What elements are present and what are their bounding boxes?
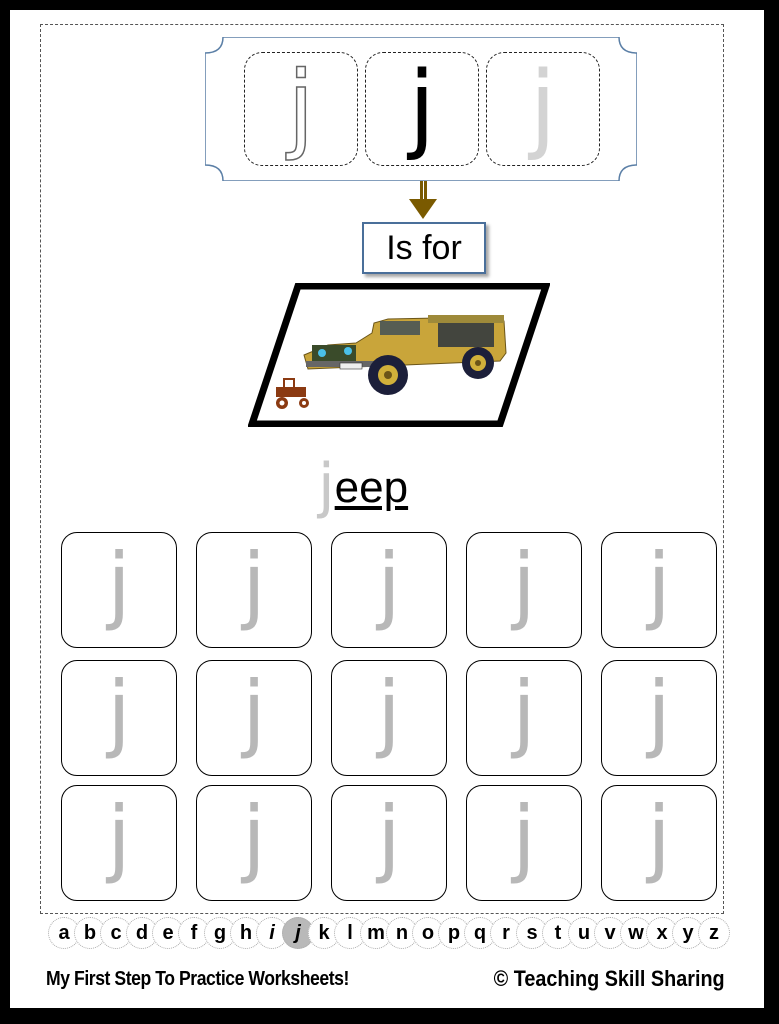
jeep-picture <box>248 283 550 427</box>
alphabet-letter-z[interactable]: z <box>698 917 730 949</box>
alphabet-letter-e[interactable]: e <box>152 917 184 949</box>
outline-letter-box: j <box>244 52 358 166</box>
trace-letter: j <box>512 535 536 633</box>
practice-cell[interactable]: j <box>466 785 582 901</box>
trace-letter: j <box>647 663 671 761</box>
solid-letter: j <box>408 51 436 163</box>
trace-letter: j <box>242 788 266 886</box>
practice-cell[interactable]: j <box>601 660 717 776</box>
practice-cell[interactable]: j <box>466 532 582 648</box>
practice-cell[interactable]: j <box>61 532 177 648</box>
practice-cell[interactable]: j <box>331 660 447 776</box>
trace-letter: j <box>647 535 671 633</box>
practice-cell[interactable]: j <box>601 785 717 901</box>
trace-letter: j <box>512 788 536 886</box>
practice-cell[interactable]: j <box>331 532 447 648</box>
trace-letter: j <box>107 535 131 633</box>
trace-letter: j <box>107 788 131 886</box>
jeep-illustration <box>303 315 507 395</box>
is-for-label: Is for <box>362 222 486 274</box>
practice-cell[interactable]: j <box>61 660 177 776</box>
tractor-icon <box>276 378 309 409</box>
word-rest: eep <box>334 463 409 512</box>
alphabet-letter-c[interactable]: c <box>100 917 132 949</box>
trace-letter: j <box>242 535 266 633</box>
trace-letter: j <box>377 788 401 886</box>
solid-letter-box: j <box>365 52 479 166</box>
alphabet-letter-p[interactable]: p <box>438 917 470 949</box>
footer-copyright: © Teaching Skill Sharing <box>494 966 725 991</box>
alphabet-letter-b[interactable]: b <box>74 917 106 949</box>
practice-cell[interactable]: j <box>466 660 582 776</box>
footer-title: My First Step To Practice Worksheets! <box>46 968 349 990</box>
trace-letter-box: j <box>486 52 600 166</box>
practice-cell[interactable]: j <box>196 532 312 648</box>
practice-cell[interactable]: j <box>196 660 312 776</box>
practice-grid: j j j j j j j j j j j j j j j <box>61 532 719 902</box>
practice-cell[interactable]: j <box>331 785 447 901</box>
trace-letter: j <box>107 663 131 761</box>
outline-letter: j <box>287 51 315 163</box>
down-arrow-icon <box>409 181 437 219</box>
practice-cell[interactable]: j <box>61 785 177 901</box>
word-first-letter: j <box>318 451 335 521</box>
trace-letter: j <box>242 663 266 761</box>
trace-letter: j <box>529 51 557 163</box>
trace-letter: j <box>647 788 671 886</box>
practice-cell[interactable]: j <box>196 785 312 901</box>
trace-letter: j <box>512 663 536 761</box>
alphabet-strip: a b c d e f g h i j k l m n o p q r s t … <box>48 917 730 951</box>
trace-letter: j <box>377 663 401 761</box>
trace-letter: j <box>377 535 401 633</box>
example-word: j eep <box>318 448 408 518</box>
practice-cell[interactable]: j <box>601 532 717 648</box>
dashed-border-frame <box>40 24 724 914</box>
